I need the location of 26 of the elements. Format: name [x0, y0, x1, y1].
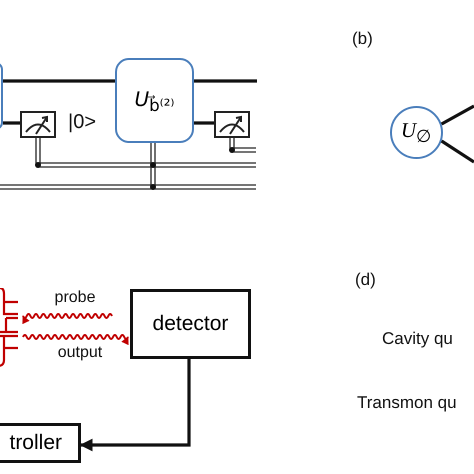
- edge-label: probe: [54, 289, 96, 307]
- panel-label: (b): [352, 29, 373, 49]
- wire: [440, 140, 474, 164]
- wire: [194, 121, 214, 125]
- gate-label: U$_{∅}$: [400, 118, 432, 148]
- edge-label: output: [58, 344, 102, 362]
- wavy-arrow: [22, 334, 129, 346]
- meter-symbol: [20, 111, 56, 138]
- box-label: detector: [152, 312, 228, 336]
- detector-box: [130, 289, 251, 359]
- box-label: troller: [9, 431, 62, 455]
- wavy-arrow: [22, 313, 113, 324]
- panel-label: (d): [355, 270, 376, 290]
- row-label: Transmon qu: [357, 393, 457, 413]
- wire: [3, 121, 20, 125]
- row-label: Cavity qu: [382, 329, 453, 349]
- state-label: |0>: [68, 111, 96, 134]
- wire: [3, 79, 115, 83]
- controller-box: [0, 423, 81, 463]
- arrow: [80, 359, 191, 452]
- gate-box: [115, 58, 194, 143]
- meter-symbol: [214, 111, 250, 138]
- gate-circle: [390, 106, 443, 159]
- wire: [194, 79, 257, 83]
- wire: [440, 104, 474, 126]
- gate-label: U$_{b⃗⁽²⁾}$: [134, 86, 175, 114]
